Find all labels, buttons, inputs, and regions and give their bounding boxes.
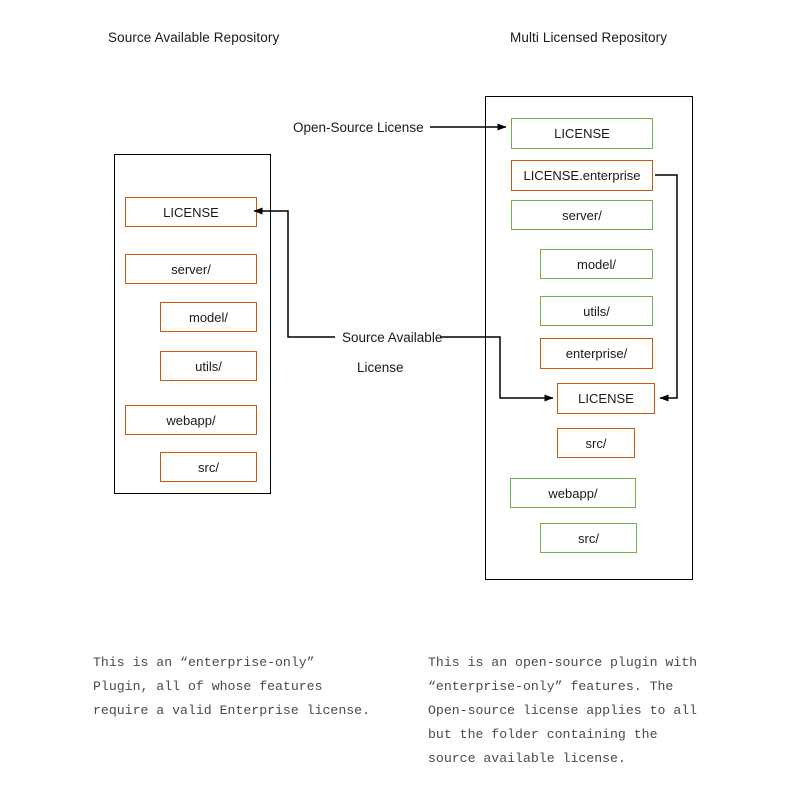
left-item-webapp[interactable]: webapp/ — [125, 405, 257, 435]
left-repo-title: Source Available Repository — [108, 30, 280, 45]
left-item-utils-label: utils/ — [195, 358, 222, 374]
connector-label-source-available-line1: Source Available — [342, 330, 443, 345]
left-item-webapp-label: webapp/ — [166, 412, 216, 428]
right-item-utils-label: utils/ — [583, 303, 610, 319]
left-item-server-label: server/ — [171, 261, 211, 277]
left-item-server[interactable]: server/ — [125, 254, 257, 284]
right-item-license-source-available-label: LICENSE — [578, 391, 634, 406]
right-repo-caption: This is an open-source plugin with “ente… — [428, 655, 698, 766]
right-item-license-open[interactable]: LICENSE — [511, 118, 653, 149]
left-item-license[interactable]: LICENSE — [125, 197, 257, 227]
right-item-utils[interactable]: utils/ — [540, 296, 653, 326]
right-item-webapp-src-label: src/ — [578, 530, 599, 546]
right-item-license-open-label: LICENSE — [554, 126, 610, 141]
left-item-license-label: LICENSE — [163, 204, 219, 220]
right-item-server-label: server/ — [562, 207, 602, 223]
left-item-src-label: src/ — [198, 459, 219, 475]
right-item-license-source-available[interactable]: LICENSE — [557, 383, 655, 414]
left-item-model-label: model/ — [188, 309, 229, 325]
connector-label-open-source-license: Open-Source License — [293, 120, 424, 135]
left-item-utils[interactable]: utils/ — [160, 351, 257, 381]
right-item-enterprise-src-label: src/ — [585, 435, 607, 451]
left-item-src[interactable]: src/ — [160, 452, 257, 482]
left-item-model[interactable]: model/ — [160, 302, 257, 332]
left-repo-caption: This is an “enterprise-only” Plugin, all… — [93, 655, 370, 718]
right-item-webapp-src[interactable]: src/ — [540, 523, 637, 553]
right-item-server[interactable]: server/ — [511, 200, 653, 230]
right-item-license-enterprise-label: LICENSE.enterprise — [523, 168, 641, 183]
right-item-model[interactable]: model/ — [540, 249, 653, 279]
right-item-enterprise-src[interactable]: src/ — [557, 428, 635, 458]
right-repo-title: Multi Licensed Repository — [510, 30, 668, 45]
right-item-webapp[interactable]: webapp/ — [510, 478, 636, 508]
right-item-license-enterprise[interactable]: LICENSE.enterprise — [511, 160, 653, 191]
right-item-webapp-label: webapp/ — [548, 485, 598, 501]
connector-label-source-available-line2: License — [357, 360, 404, 375]
right-item-enterprise-label: enterprise/ — [565, 346, 628, 361]
right-item-model-label: model/ — [576, 256, 617, 272]
right-item-enterprise[interactable]: enterprise/ — [540, 338, 653, 369]
